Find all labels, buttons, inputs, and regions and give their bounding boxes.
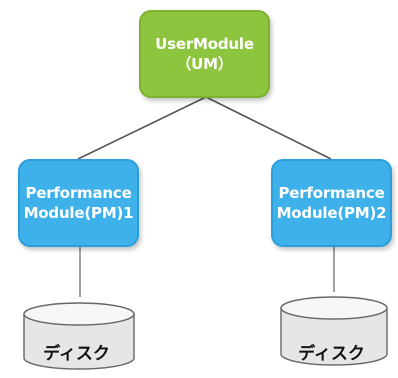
disk-left-label: ディスク [43, 344, 110, 364]
connector-um-to-pm1 [77, 96, 207, 160]
connector-um-to-pm2 [205, 96, 332, 160]
performance-module-1-line1: Performance [25, 184, 132, 202]
disk-right-label: ディスク [298, 344, 365, 364]
performance-module-2-line1: Performance [278, 184, 385, 202]
performance-module-2-line2: Module(PM)2 [276, 204, 387, 222]
user-module-subtitle: （UM） [176, 55, 233, 73]
disk-left [23, 302, 135, 370]
performance-module-1-line2: Module(PM)1 [23, 204, 134, 222]
user-module-node: UserModule （UM） [139, 10, 270, 98]
disk-right [280, 296, 388, 366]
performance-module-2-node: Performance Module(PM)2 [271, 159, 392, 247]
user-module-title: UserModule [155, 35, 254, 53]
performance-module-1-node: Performance Module(PM)1 [18, 159, 139, 247]
